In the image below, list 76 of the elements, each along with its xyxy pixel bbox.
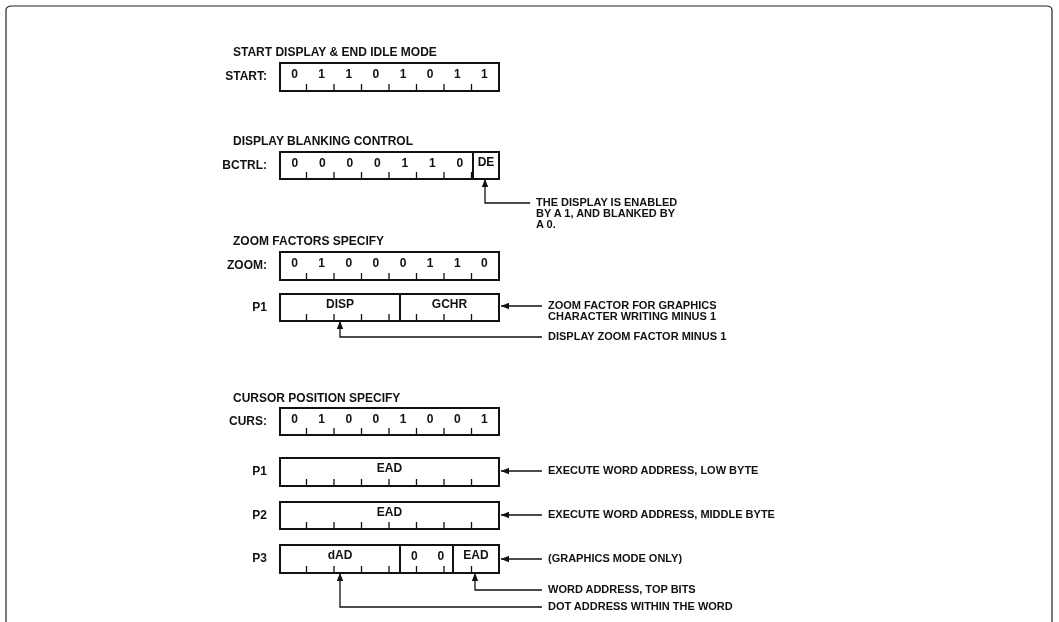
annotation-text: (GRAPHICS MODE ONLY) bbox=[548, 553, 808, 564]
bit-value: 0 bbox=[452, 411, 462, 428]
bit-value: 0 bbox=[409, 548, 419, 565]
bit-value: 1 bbox=[480, 66, 489, 83]
bit-value: 1 bbox=[452, 66, 462, 83]
bit-value: 0 bbox=[371, 411, 381, 428]
field-name: EAD bbox=[375, 504, 404, 520]
field-name: GCHR bbox=[430, 296, 469, 312]
register-box bbox=[279, 407, 500, 436]
arrow bbox=[336, 320, 543, 338]
section-heading: START DISPLAY & END IDLE MODE bbox=[233, 45, 437, 59]
bit-value: 0 bbox=[344, 411, 354, 428]
field-name: DE bbox=[476, 154, 496, 170]
bit-value: 0 bbox=[290, 155, 300, 172]
bit-value: 1 bbox=[452, 255, 462, 272]
annotation-text: DISPLAY ZOOM FACTOR MINUS 1 bbox=[548, 331, 808, 342]
arrow bbox=[500, 511, 543, 519]
bit-value: 0 bbox=[290, 255, 299, 272]
bit-value: 0 bbox=[372, 155, 382, 172]
arrow bbox=[500, 555, 543, 563]
bit-value: 0 bbox=[290, 411, 299, 428]
bit-value: 0 bbox=[398, 255, 408, 272]
bit-value: 0 bbox=[371, 66, 381, 83]
section-heading: DISPLAY BLANKING CONTROL bbox=[233, 134, 413, 148]
bit-value: 0 bbox=[344, 255, 354, 272]
register-label: P3 bbox=[251, 551, 267, 565]
bit-value: 0 bbox=[425, 66, 435, 83]
bit-value: 1 bbox=[317, 255, 327, 272]
bit-value: 0 bbox=[425, 411, 435, 428]
annotation-text: THE DISPLAY IS ENABLED BY A 1, AND BLANKED BY A 0. bbox=[536, 197, 682, 230]
field-name: DISP bbox=[325, 296, 355, 312]
arrow bbox=[481, 178, 531, 204]
bit-value: 1 bbox=[317, 411, 327, 428]
register-box bbox=[279, 151, 500, 180]
annotation-text: EXECUTE WORD ADDRESS, LOW BYTE bbox=[548, 465, 848, 476]
register-box bbox=[279, 62, 500, 92]
annotation-text: ZOOM FACTOR FOR GRAPHICS CHARACTER WRITING MINUS 1 bbox=[548, 300, 736, 322]
arrow bbox=[336, 572, 543, 608]
bit-value: 0 bbox=[371, 255, 381, 272]
register-label: P2 bbox=[251, 508, 267, 522]
annotation-text: WORD ADDRESS, TOP BITS bbox=[548, 584, 808, 595]
bit-value: 0 bbox=[345, 155, 355, 172]
annotation-text: DOT ADDRESS WITHIN THE WORD bbox=[548, 601, 848, 612]
bit-value: 0 bbox=[290, 66, 299, 83]
register-label: ZOOM: bbox=[226, 258, 267, 272]
register-box bbox=[279, 457, 500, 487]
field-name: EAD bbox=[375, 460, 404, 476]
register-box bbox=[279, 501, 500, 530]
register-box bbox=[279, 293, 500, 322]
bit-value: 0 bbox=[436, 548, 446, 565]
section-heading: ZOOM FACTORS SPECIFY bbox=[233, 234, 385, 248]
field-name: EAD bbox=[462, 547, 490, 563]
bit-value: 1 bbox=[344, 66, 354, 83]
bit-value: 0 bbox=[455, 155, 465, 172]
bit-value: 1 bbox=[480, 411, 489, 428]
bit-value: 0 bbox=[480, 255, 489, 272]
register-label: P1 bbox=[251, 300, 267, 314]
arrow bbox=[500, 467, 543, 475]
arrow bbox=[471, 572, 543, 591]
bit-value: 0 bbox=[317, 155, 327, 172]
bit-value: 1 bbox=[425, 255, 435, 272]
bit-value: 1 bbox=[398, 411, 408, 428]
field-name: dAD bbox=[326, 547, 354, 563]
register-box bbox=[279, 251, 500, 281]
bit-value: 1 bbox=[398, 66, 408, 83]
annotation-text: EXECUTE WORD ADDRESS, MIDDLE BYTE bbox=[548, 509, 868, 520]
bit-value: 1 bbox=[317, 66, 327, 83]
section-heading: CURSOR POSITION SPECIFY bbox=[233, 391, 401, 405]
register-label: START: bbox=[224, 69, 267, 83]
register-label: BCTRL: bbox=[221, 158, 267, 172]
bit-value: 1 bbox=[400, 155, 410, 172]
bit-value: 1 bbox=[427, 155, 437, 172]
register-label: CURS: bbox=[228, 414, 267, 428]
register-label: P1 bbox=[251, 464, 267, 478]
register-box bbox=[279, 544, 500, 574]
arrow bbox=[500, 302, 543, 310]
